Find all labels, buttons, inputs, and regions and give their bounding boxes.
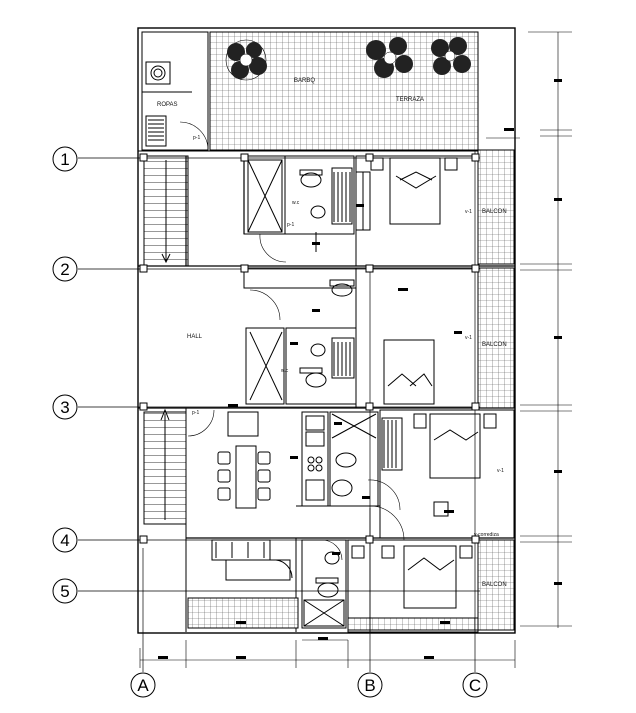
bathroom-middle: [243, 267, 357, 405]
grid-col-b-label: B: [364, 676, 375, 695]
balcony-2: [477, 267, 515, 409]
grid-bubble-col-b: B: [357, 672, 383, 698]
door-p1-wc-label: p-1: [287, 222, 294, 228]
grid-col-c-label: C: [469, 676, 481, 695]
dimension-ticks-bottom: [158, 637, 434, 659]
outer-walls: [137, 27, 516, 634]
window-v1-a-label: v-1: [465, 209, 472, 215]
dimension-ticks-interior: [228, 204, 462, 624]
laundry-room: [141, 31, 209, 151]
v-corrediza-label: v-corrediza: [474, 532, 499, 538]
door-p1-label: p-1: [193, 135, 200, 141]
window-v1-c-label: v-1: [497, 468, 504, 474]
wc-upper-label: w.c: [292, 200, 300, 206]
living-room: [211, 538, 297, 632]
grid-bubble-row-3: 3: [52, 394, 78, 420]
grid-bubble-row-2: 2: [52, 256, 78, 282]
ropas-label: ROPAS: [157, 102, 178, 108]
balcony-1: [477, 149, 515, 265]
barbq-label: BARBQ: [294, 78, 315, 84]
bedroom-3: [367, 409, 515, 541]
window-v1-b-label: v-1: [465, 335, 472, 341]
wc-lower-label: w.c: [281, 368, 289, 374]
staircase-lower: [143, 408, 187, 525]
grid-bubble-row-5: 5: [52, 578, 78, 604]
bedroom-1: [355, 155, 479, 267]
grid-bubble-col-c: C: [462, 672, 488, 698]
staircase-upper: [143, 155, 189, 267]
balcon-3-label: BALCON: [482, 582, 507, 588]
grid-row-5-label: 5: [60, 582, 69, 601]
plant-icon: [225, 39, 267, 81]
plant-icon: [366, 37, 471, 78]
bedroom-2: [355, 267, 479, 409]
grid-bubble-row-4: 4: [52, 527, 78, 553]
grid-row-1-label: 1: [60, 150, 69, 169]
balcon-1-label: BALCON: [482, 209, 507, 215]
grid-bubble-col-a: A: [130, 672, 156, 698]
bathroom-upper: [243, 155, 355, 263]
terraza-label: TERRAZA: [396, 97, 424, 103]
grid-bubble-row-1: 1: [52, 146, 78, 172]
dimension-lines-right: [486, 31, 572, 628]
dimension-lines-bottom: [139, 639, 516, 668]
grid-row-2-label: 2: [60, 260, 69, 279]
grid-row-4-label: 4: [60, 531, 69, 550]
kitchen-dining: [185, 408, 380, 632]
structural-columns: [139, 153, 480, 544]
grid-row-3-label: 3: [60, 398, 69, 417]
interior-walls: [138, 156, 515, 632]
hall-label: HALL: [187, 334, 203, 340]
grid-col-a-label: A: [137, 676, 149, 695]
dimension-ticks-right: [504, 79, 562, 585]
door-p1-stair-label: p-1: [192, 410, 199, 416]
balcon-2-label: BALCON: [482, 342, 507, 348]
